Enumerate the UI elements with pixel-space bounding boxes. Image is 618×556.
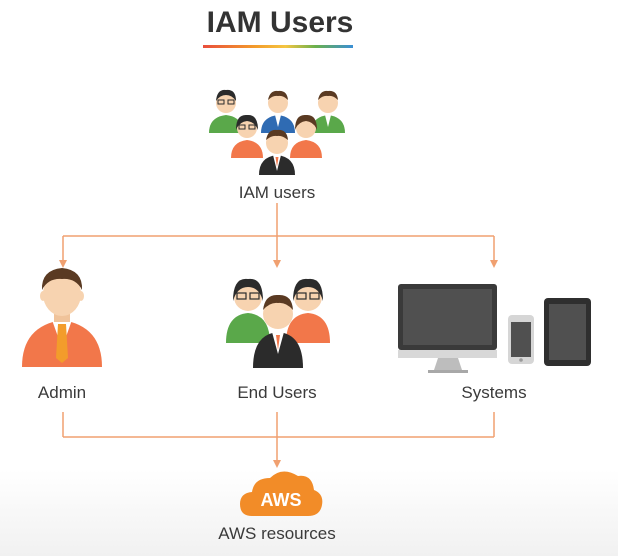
tablet-icon xyxy=(544,298,591,366)
arrow-aws xyxy=(273,460,281,468)
iam-users-group-icon xyxy=(209,89,345,175)
node-label-aws-resources: AWS resources xyxy=(218,524,336,543)
arrowheads xyxy=(59,260,498,468)
phone-icon xyxy=(508,315,534,364)
connectors xyxy=(62,203,495,462)
aws-badge-text: AWS xyxy=(260,490,301,510)
arrow-admin xyxy=(59,260,67,268)
aws-cloud-icon: AWS xyxy=(240,471,323,516)
node-label-admin: Admin xyxy=(37,383,87,402)
page-title: IAM Users xyxy=(206,6,354,39)
monitor-icon xyxy=(398,284,497,373)
admin-person-icon xyxy=(22,268,102,367)
node-label-iam-users: IAM users xyxy=(238,183,316,202)
node-label-systems: Systems xyxy=(461,383,527,402)
end-users-group-icon xyxy=(226,278,330,368)
systems-devices-icon xyxy=(398,284,591,373)
title-underline xyxy=(203,45,353,48)
node-label-end-users: End Users xyxy=(237,383,317,402)
arrow-end-users xyxy=(273,260,281,268)
arrow-systems xyxy=(490,260,498,268)
